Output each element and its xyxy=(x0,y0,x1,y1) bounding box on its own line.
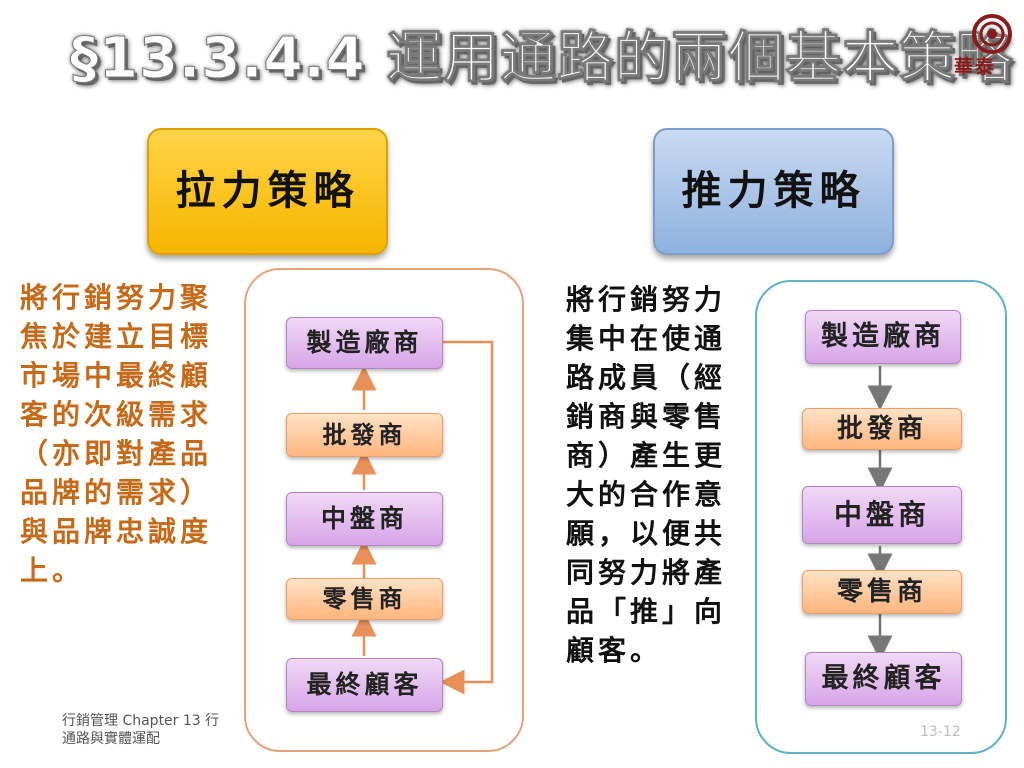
slide-title: §13.3.4.4 運用通路的兩個基本策略 xyxy=(70,26,1014,92)
pull-strategy-description: 將行銷努力聚焦於建立目標市場中最終顧客的次級需求（亦即對產品品牌的需求）與品牌忠… xyxy=(20,281,213,587)
pull-strategy-box: 拉力策略 xyxy=(147,128,388,255)
footer-text: 行銷管理 Chapter 13 行 通路與實體運配 xyxy=(62,712,219,748)
footer-line-1: 行銷管理 Chapter 13 行 xyxy=(62,713,220,729)
pull-node-retailer: 零售商 xyxy=(286,578,443,620)
push-node-wholesaler: 批發商 xyxy=(802,408,962,450)
logo-text: 華泰 xyxy=(954,56,997,78)
pull-node-final-customer: 最終顧客 xyxy=(286,658,443,712)
company-logo-icon xyxy=(972,14,1012,54)
pull-node-wholesaler: 批發商 xyxy=(286,413,443,457)
footer-line-2: 通路與實體運配 xyxy=(62,731,160,747)
pull-loop-arrow xyxy=(439,340,494,695)
push-channel-frame xyxy=(755,280,1007,754)
pull-node-jobber: 中盤商 xyxy=(286,492,443,546)
pull-node-manufacturer: 製造廠商 xyxy=(286,317,443,369)
push-strategy-description: 將行銷努力集中在使通路成員（經銷商與零售商）產生更大的合作意願，以便共同努力將產… xyxy=(566,283,727,667)
push-strategy-box: 推力策略 xyxy=(653,128,894,255)
push-node-final-customer: 最終顧客 xyxy=(805,652,962,706)
push-node-retailer: 零售商 xyxy=(802,570,962,614)
page-number: 13-12 xyxy=(920,724,961,740)
push-node-manufacturer: 製造廠商 xyxy=(805,310,961,364)
push-node-jobber: 中盤商 xyxy=(802,486,962,544)
pull-channel-frame xyxy=(244,268,524,752)
